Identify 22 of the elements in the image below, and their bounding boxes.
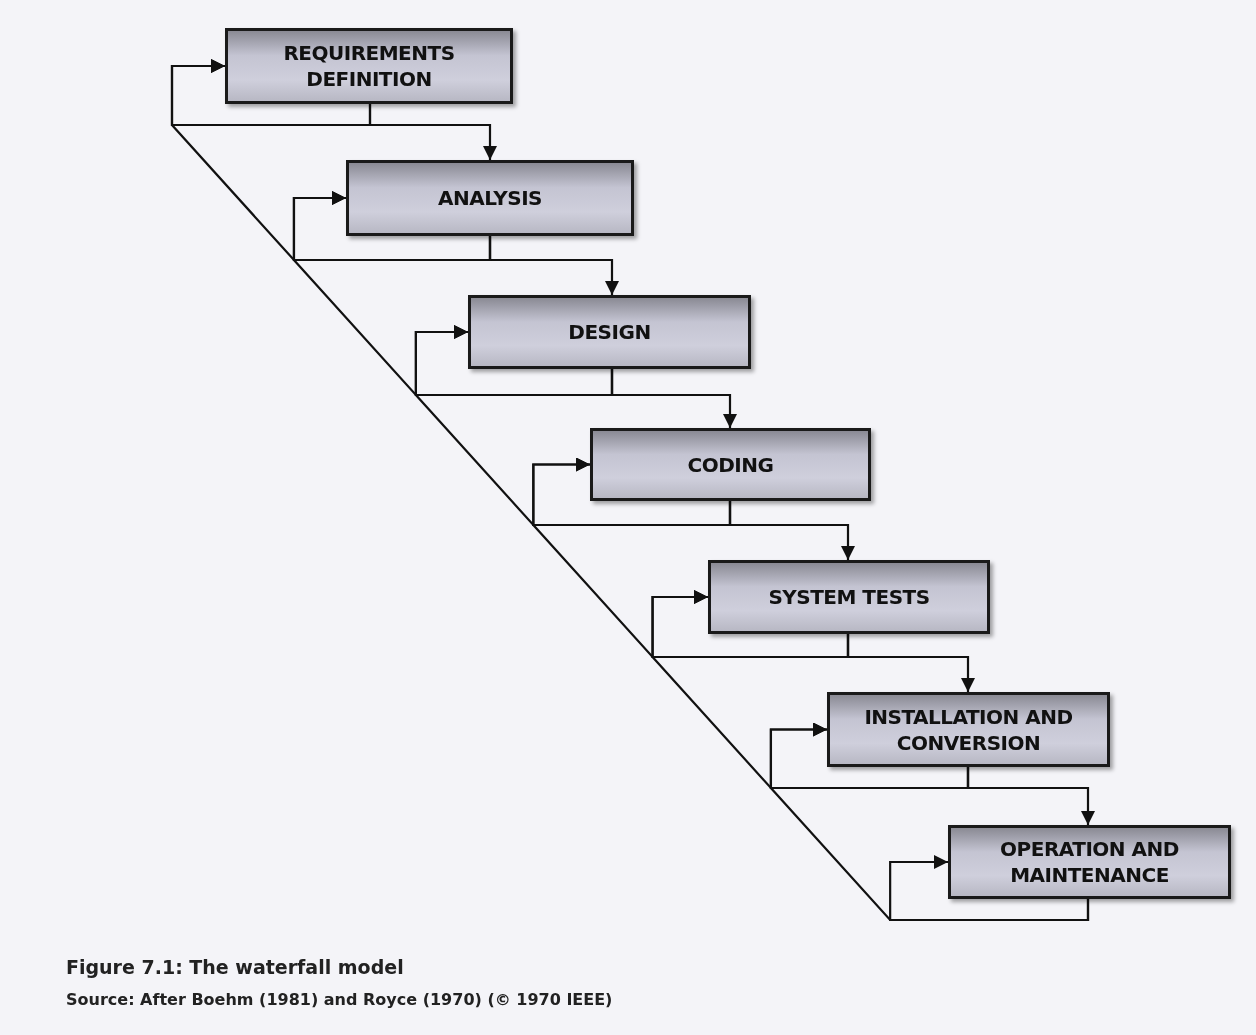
step-label: ANALYSIS xyxy=(437,185,543,211)
step-label: INSTALLATION AND CONVERSION xyxy=(863,703,1074,756)
step-label: SYSTEM TESTS xyxy=(768,584,930,610)
process-box xyxy=(225,28,513,104)
step-label: OPERATION AND MAINTENANCE xyxy=(999,836,1180,888)
figure-caption: Figure 7.1: The waterfall model xyxy=(66,956,404,978)
step-label: REQUIREMENTS DEFINITION xyxy=(282,40,456,92)
source-note: Source: After Boehm (1981) and Royce (1970) (© 1970 IEEE) xyxy=(66,990,613,1009)
process-box xyxy=(346,160,634,236)
step-label: DESIGN xyxy=(568,319,651,345)
step-label: CODING xyxy=(687,451,774,478)
arrow xyxy=(170,59,492,262)
arrow xyxy=(532,457,850,659)
process-box xyxy=(948,825,1231,899)
arrow xyxy=(292,191,614,397)
arrow xyxy=(769,722,1090,922)
process-box xyxy=(590,428,871,501)
arrow xyxy=(651,590,970,790)
process-box xyxy=(468,295,751,369)
arrow xyxy=(414,325,732,527)
process-box xyxy=(827,692,1110,767)
process-box xyxy=(708,560,990,634)
